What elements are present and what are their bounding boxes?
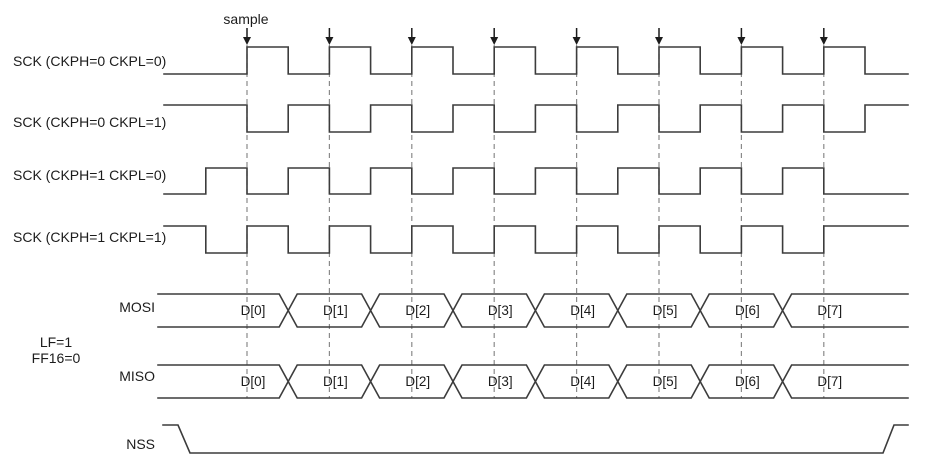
- mosi-segment-label-2: D[2]: [405, 303, 430, 318]
- label-sck-ckph1-ckpl1: SCK (CKPH=1 CKPL=1): [13, 229, 166, 245]
- sample-arrow-head-7: [819, 37, 828, 45]
- sample-arrow-head-0: [243, 37, 251, 45]
- label-sck-ckph1-ckpl0: SCK (CKPH=1 CKPL=0): [13, 167, 166, 183]
- miso-segment-label-2: D[2]: [405, 374, 430, 389]
- waveforms-layer: [157, 46, 909, 454]
- label-mosi: MOSI: [119, 299, 155, 315]
- mosi-segment-label-0: D[0]: [241, 303, 266, 318]
- mosi-segment-label-1: D[1]: [323, 303, 348, 318]
- miso-segment-label-4: D[4]: [570, 374, 595, 389]
- label-miso: MISO: [119, 368, 155, 384]
- sck-waveform-ckph1-ckpl1: [163, 225, 909, 254]
- label-sck-ckph0-ckpl0: SCK (CKPH=0 CKPL=0): [13, 53, 166, 69]
- label-sck-ckph0-ckpl1: SCK (CKPH=0 CKPL=1): [13, 114, 166, 130]
- mosi-segment-label-7: D[7]: [817, 303, 842, 318]
- miso-segment-label-7: D[7]: [817, 374, 842, 389]
- miso-segment-label-3: D[3]: [488, 374, 513, 389]
- sample-arrow-head-5: [655, 37, 663, 45]
- miso-bus-line-b: [157, 364, 909, 399]
- sample-arrow-head-1: [325, 37, 334, 45]
- mosi-segment-label-4: D[4]: [570, 303, 595, 318]
- label-nss: NSS: [126, 436, 155, 452]
- label-lf-note: LF=1: [40, 334, 73, 350]
- nss-waveform: [162, 424, 909, 454]
- miso-segment-label-0: D[0]: [241, 374, 266, 389]
- mosi-segment-label-5: D[5]: [653, 303, 678, 318]
- sck-waveform-ckph1-ckpl0: [163, 167, 909, 195]
- miso-segment-label-6: D[6]: [735, 374, 760, 389]
- sample-arrows-layer: [243, 28, 828, 45]
- mosi-segment-label-3: D[3]: [488, 303, 513, 318]
- sample-arrow-head-4: [572, 37, 581, 45]
- miso-bus-line-a: [157, 364, 909, 399]
- sample-arrow-head-3: [490, 37, 499, 45]
- sample-arrow-head-6: [737, 37, 746, 45]
- sample-guides-layer: [246, 45, 825, 398]
- sck-waveform-ckph0-ckpl0: [163, 46, 909, 75]
- labels-layer: SCK (CKPH=0 CKPL=0) SCK (CKPH=0 CKPL=1) …: [13, 11, 842, 452]
- mosi-bus-line-b: [157, 293, 909, 328]
- sample-arrow-head-2: [407, 37, 416, 45]
- sck-waveform-ckph0-ckpl1: [163, 104, 909, 133]
- mosi-bus-line-a: [157, 293, 909, 328]
- mosi-segment-label-6: D[6]: [735, 303, 760, 318]
- miso-segment-label-1: D[1]: [323, 374, 348, 389]
- label-sample: sample: [223, 11, 268, 27]
- label-ff16-note: FF16=0: [32, 350, 81, 366]
- miso-segment-label-5: D[5]: [653, 374, 678, 389]
